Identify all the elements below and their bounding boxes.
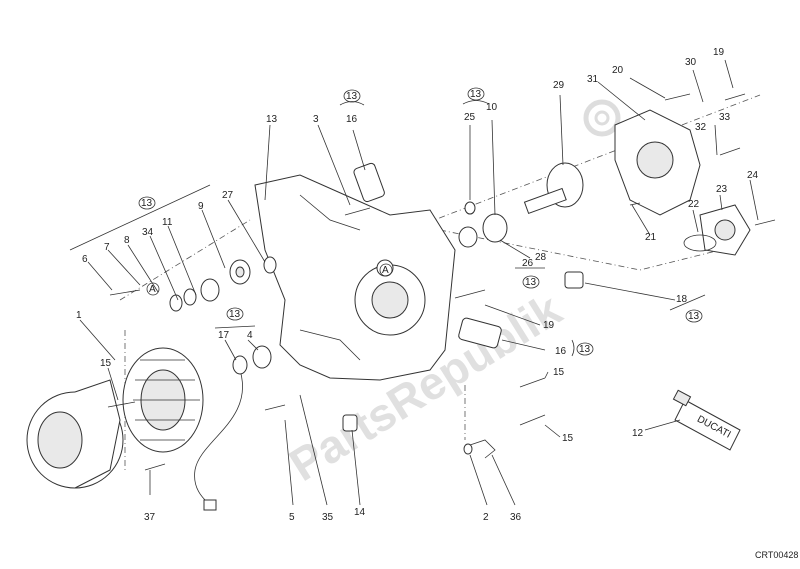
callout-8: 8 <box>124 235 130 246</box>
callout-25: 25 <box>464 112 476 123</box>
svg-text:13: 13 <box>470 89 482 100</box>
water-pump-impeller <box>523 162 584 215</box>
ref-markers: A A <box>146 263 393 296</box>
callout-24: 24 <box>747 170 759 181</box>
ref-marker-a-1: A <box>146 282 160 296</box>
callout-16a: 16 <box>346 114 358 125</box>
callout-10: 10 <box>486 102 498 113</box>
kit-ref-5: 13 <box>522 275 540 289</box>
callout-1: 1 <box>76 310 82 321</box>
callout-26: 26 <box>522 258 534 269</box>
callout-22: 22 <box>688 199 700 210</box>
callout-21: 21 <box>645 232 657 243</box>
screws <box>107 93 776 471</box>
svg-text:13: 13 <box>229 309 241 320</box>
callout-18: 18 <box>676 294 688 305</box>
kit-ref-7: 13 <box>576 342 594 356</box>
callout-5: 5 <box>289 512 295 523</box>
svg-text:13: 13 <box>579 344 591 355</box>
bearings-and-seals <box>169 201 508 375</box>
svg-text:A: A <box>382 265 389 276</box>
callout-33: 33 <box>719 112 731 123</box>
stator-wiring <box>194 369 243 511</box>
callout-12: 12 <box>632 428 644 439</box>
generator-rotor <box>26 379 124 489</box>
callout-34: 34 <box>142 227 154 238</box>
callout-27: 27 <box>222 190 234 201</box>
callout-4: 4 <box>247 330 253 341</box>
callout-9: 9 <box>198 201 204 212</box>
kit-references: 13 13 13 13 13 13 13 <box>138 87 703 356</box>
callout-14: 14 <box>354 507 366 518</box>
crankcase-cover <box>254 174 456 381</box>
callout-36: 36 <box>510 512 522 523</box>
kit-ref-2: 13 <box>226 307 244 321</box>
callout-30: 30 <box>685 57 697 68</box>
sealant-tube: DUCATI <box>672 389 741 451</box>
callout-15a: 15 <box>100 358 112 369</box>
callout-37: 37 <box>144 512 156 523</box>
callout-2: 2 <box>483 512 489 523</box>
callout-29: 29 <box>553 80 565 91</box>
retaining-clip <box>463 439 496 459</box>
callout-3: 3 <box>313 114 319 125</box>
kit-ref-4: 13 <box>467 87 485 101</box>
kit-ref-6: 13 <box>685 309 703 323</box>
callout-28: 28 <box>535 252 547 263</box>
callout-32: 32 <box>695 122 707 133</box>
callout-19a: 19 <box>713 47 725 58</box>
callout-16b: 16 <box>555 346 567 357</box>
callout-15c: 15 <box>562 433 574 444</box>
callout-7: 7 <box>104 242 110 253</box>
water-pump-cover <box>614 109 701 216</box>
callout-35: 35 <box>322 512 334 523</box>
callout-labels: 1 2 3 4 5 6 7 8 9 10 11 12 13 14 15 15 1… <box>76 47 759 523</box>
callout-11: 11 <box>162 217 173 228</box>
kit-brackets <box>69 100 706 357</box>
callout-13: 13 <box>266 114 278 125</box>
outlet-flange <box>699 204 751 256</box>
kit-ref-3: 13 <box>343 89 361 103</box>
leader-lines <box>79 59 759 506</box>
gear-watermark-icon <box>583 99 621 137</box>
bushings <box>342 162 584 432</box>
svg-text:A: A <box>149 284 156 295</box>
callout-17: 17 <box>218 330 230 341</box>
ref-marker-a-2: A <box>379 263 393 277</box>
drawing-code: CRT00428 <box>755 550 798 560</box>
svg-text:13: 13 <box>141 198 153 209</box>
o-ring <box>683 234 717 252</box>
kit-ref-1: 13 <box>138 196 156 210</box>
callout-31: 31 <box>587 74 599 85</box>
svg-text:13: 13 <box>346 91 358 102</box>
svg-text:13: 13 <box>688 311 700 322</box>
svg-text:13: 13 <box>525 277 537 288</box>
generator-stator <box>122 347 204 453</box>
callout-6: 6 <box>82 254 88 265</box>
callout-19b: 19 <box>543 320 555 331</box>
callout-15b: 15 <box>553 367 565 378</box>
callout-20: 20 <box>612 65 624 76</box>
callout-23: 23 <box>716 184 728 195</box>
